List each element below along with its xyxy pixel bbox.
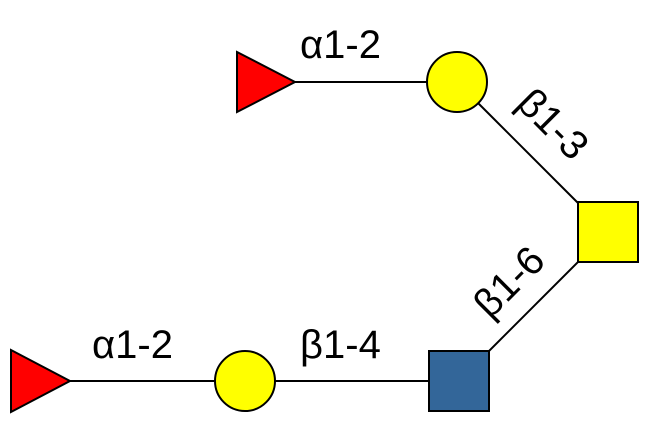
linkage-label-glcnac-galnac: β1-6 (465, 238, 553, 326)
glcnac-square (428, 350, 490, 412)
bond-gal1-galnac (477, 102, 591, 216)
linkage-label-fuc1-gal1: α1-2 (300, 23, 381, 67)
linkage-label-gal2-glcnac: β1-4 (300, 323, 381, 367)
galactose-circle-top (426, 51, 488, 113)
bond-glcnac-galnac (469, 244, 596, 371)
fucose-triangle-top (236, 50, 298, 114)
linkage-label-fuc2-gal2: α1-2 (92, 323, 173, 367)
linkage-label-gal1-galnac: β1-3 (509, 80, 597, 168)
galactose-circle-bottom (214, 350, 276, 412)
fucose-triangle-bottom (10, 348, 73, 414)
galnac-square (577, 201, 639, 263)
